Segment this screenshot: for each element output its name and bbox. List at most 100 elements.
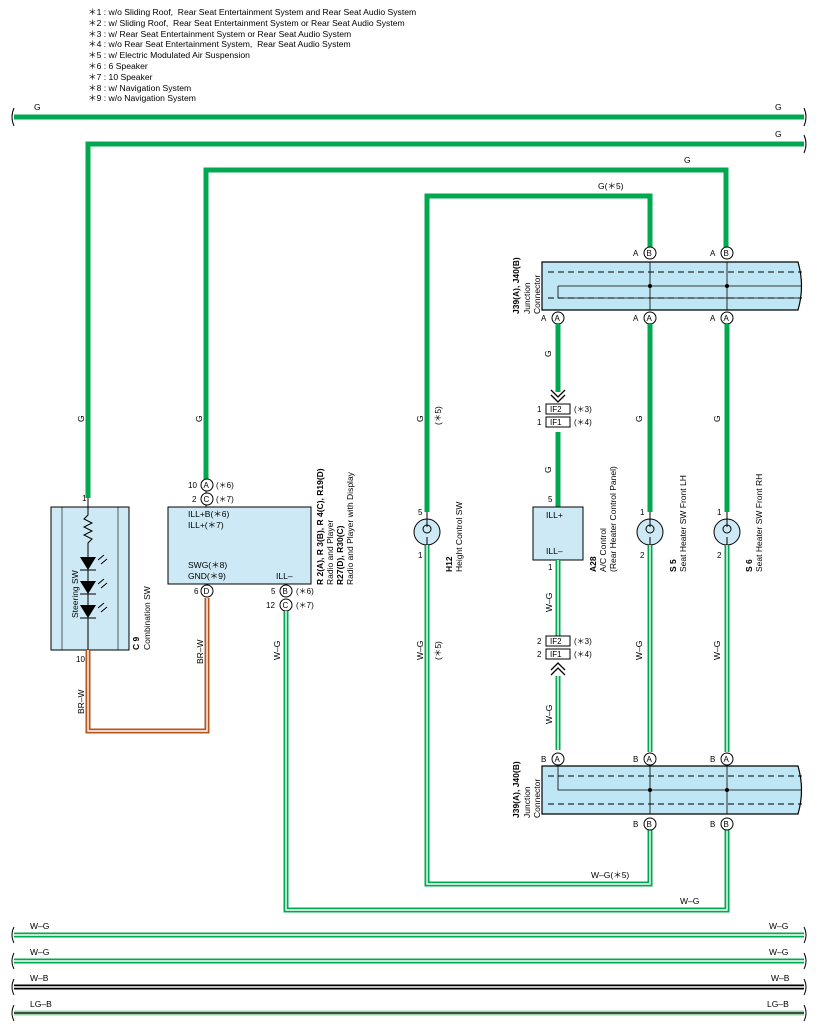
jc-bottom-name2: Connector (532, 779, 542, 818)
jc-top-id: J39(A), J40(B) (511, 257, 521, 314)
wire-label: G (543, 350, 553, 357)
radio-ill-m: ILL– (276, 571, 293, 581)
wire-label: G (194, 415, 204, 422)
svg-text:A: A (555, 755, 561, 764)
svg-text:A: A (647, 755, 653, 764)
radio-ill-b: ILL+B(＊6) (188, 509, 230, 519)
radio-swg: SWG(＊8) (188, 560, 227, 570)
seat-heater-sw-lh (636, 512, 664, 552)
wire-label: W–G (544, 593, 554, 612)
svg-text:B: B (647, 820, 652, 829)
a28-id: A28 (588, 556, 598, 572)
svg-text:2: 2 (640, 551, 645, 560)
wire-label: W–G (272, 641, 282, 660)
note-6: ＊6 : 6 Speaker (88, 60, 148, 71)
svg-text:(＊4): (＊4) (574, 418, 592, 427)
svg-text:W–G: W–G (30, 947, 49, 957)
svg-text:1: 1 (640, 508, 645, 517)
s6-id: S 6 (744, 559, 754, 572)
wire-label: W–G(＊5) (591, 870, 629, 880)
svg-text:2: 2 (192, 495, 197, 504)
wire-label: G (76, 415, 86, 422)
bus-lg-b: LG–B LG–B (11, 999, 807, 1022)
steering-sw-label: Steering SW (70, 570, 80, 618)
junction-connector-bottom (541, 765, 803, 815)
wire-label: G (634, 415, 644, 422)
svg-text:B: B (647, 249, 652, 258)
svg-text:5: 5 (271, 587, 276, 596)
h12-id: H12 (444, 556, 454, 572)
svg-text:A: A (633, 249, 639, 258)
note-8: ＊8 : w/ Navigation System (88, 82, 192, 93)
s6-name: Seat Heater SW Front RH (754, 474, 764, 572)
svg-text:1: 1 (537, 405, 542, 414)
jc-bottom-name: Junction (522, 786, 532, 818)
svg-text:12: 12 (266, 601, 275, 610)
svg-text:D: D (204, 587, 210, 596)
wire-label: G (543, 466, 553, 473)
radio-id1: R 2(A), R 3(B), R 4(C), R19(D) (315, 468, 325, 585)
wire-label: G (34, 102, 41, 112)
c9-name: Combination SW (142, 586, 152, 650)
a28-name: A/C Control (598, 528, 608, 572)
note-9: ＊9 : w/o Navigation System (88, 93, 196, 104)
note-5: ＊5 : w/ Electric Modulated Air Suspensio… (88, 50, 250, 61)
note-3: ＊3 : w/ Rear Seat Entertainment System o… (88, 28, 352, 39)
svg-text:1: 1 (717, 508, 722, 517)
svg-text:W–G: W–G (769, 921, 788, 931)
a28-ill-p: ILL+ (546, 510, 563, 520)
wire-label: (＊5) (433, 641, 443, 660)
jc-top-pins: B A B A A A A A A A (541, 246, 734, 325)
radio-name1: Radio and Player (325, 520, 335, 585)
wire-label: W–G (680, 896, 699, 906)
svg-text:A: A (633, 314, 639, 323)
svg-text:A: A (710, 249, 716, 258)
note-7: ＊7 : 10 Speaker (88, 71, 153, 82)
svg-text:(＊3): (＊3) (574, 637, 592, 646)
g-bus-1: G G (11, 102, 807, 127)
svg-text:IF1: IF1 (550, 418, 562, 427)
svg-text:IF2: IF2 (550, 637, 562, 646)
option-notes: ＊1 : w/o Sliding Roof, Rear Seat Enterta… (88, 7, 416, 104)
wire-label: W–G (634, 641, 644, 660)
g-bus-2: G (85, 129, 807, 498)
bus-w-b: W–B W–B (11, 973, 807, 996)
bus-w-g-2: W–G W–G (11, 947, 807, 970)
wire-label: BR–W (195, 639, 205, 664)
svg-text:2: 2 (537, 637, 542, 646)
svg-text:2: 2 (537, 650, 542, 659)
a28-sub: (Rear Heater Control Panel) (608, 466, 618, 572)
svg-text:B: B (541, 755, 546, 764)
wire-label: G (415, 415, 425, 422)
svg-text:B: B (283, 587, 288, 596)
note-2: ＊2 : w/ Sliding Roof, Rear Seat Entertai… (88, 17, 405, 28)
wire-label: G (775, 102, 782, 112)
svg-text:A: A (647, 314, 653, 323)
jc-bottom-id: J39(A), J40(B) (511, 761, 521, 818)
svg-text:(＊7): (＊7) (216, 495, 234, 504)
svg-text:(＊6): (＊6) (216, 481, 234, 490)
c9-id: C 9 (131, 637, 141, 651)
wire-label: G(＊5) (598, 181, 624, 191)
svg-text:C: C (204, 495, 210, 504)
svg-text:A: A (541, 314, 547, 323)
jc-bottom-pins: A B A B A B B B B B (541, 752, 734, 831)
svg-text:10: 10 (76, 655, 85, 664)
svg-text:1: 1 (82, 494, 87, 503)
svg-text:A: A (555, 314, 561, 323)
wire-label: W–G (712, 641, 722, 660)
note-4: ＊4 : w/o Rear Seat Entertainment System,… (88, 39, 351, 50)
g-wire-radio (203, 167, 729, 482)
svg-text:B: B (633, 820, 638, 829)
radio-ill-p: ILL+(＊7) (188, 520, 224, 530)
svg-text:2: 2 (717, 551, 722, 560)
note-1: ＊1 : w/o Sliding Roof, Rear Seat Enterta… (88, 7, 417, 17)
ac-control-box (532, 506, 584, 561)
wire-label: BR–W (76, 689, 86, 714)
svg-text:A: A (204, 481, 210, 490)
a28-ill-m: ILL– (546, 546, 563, 556)
svg-text:6: 6 (194, 587, 199, 596)
wire-label: G (684, 155, 691, 165)
radio-gnd: GND(＊9) (188, 571, 226, 581)
s5-id: S 5 (668, 559, 678, 572)
